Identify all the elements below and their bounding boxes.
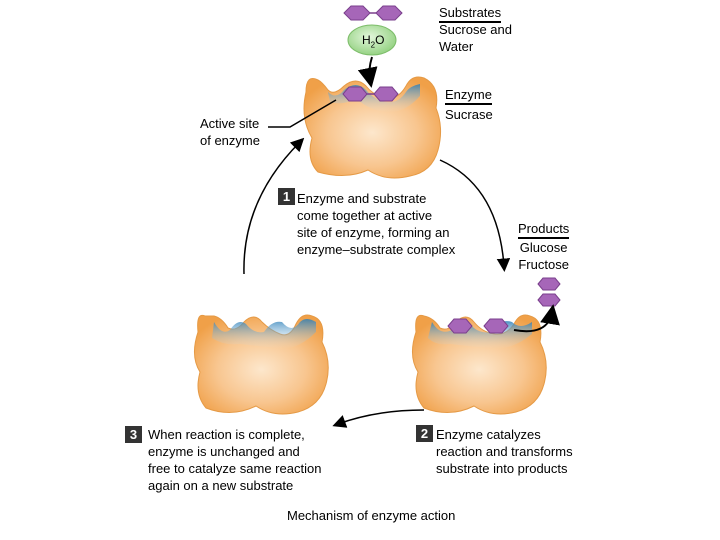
- enzyme-bottom-right: [412, 314, 547, 415]
- step-3-text: When reaction is complete, enzyme is unc…: [148, 426, 321, 494]
- step-1-line: enzyme–substrate complex: [297, 242, 456, 257]
- step-2-text: Enzyme catalyzes reaction and transforms…: [436, 426, 573, 477]
- step-3-line: free to catalyze same reaction: [148, 461, 322, 476]
- cycle-arrow-bottom: [332, 409, 425, 428]
- step-1-line: site of enzyme, forming an: [297, 225, 450, 240]
- substrates-label: Substrates Sucrose and Water: [439, 4, 512, 55]
- substrate-sucrose-free: [343, 5, 403, 21]
- substrates-header: Substrates: [439, 5, 502, 23]
- active-site-line1: Active site: [200, 116, 260, 131]
- cycle-arrow-left: [243, 137, 305, 275]
- product-release-arrow: [513, 304, 560, 333]
- water-molecule: [347, 24, 397, 56]
- step-2-line: substrate into products: [436, 461, 568, 476]
- step-1-line: Enzyme and substrate: [297, 191, 427, 206]
- step-3-number: 3: [125, 426, 142, 443]
- product-glucose: Glucose: [519, 240, 568, 255]
- active-site-pointer: [268, 99, 337, 128]
- step-2-number: 2: [416, 425, 433, 442]
- substrate-entry-arrow: [357, 56, 378, 88]
- step-3-line: When reaction is complete,: [148, 427, 305, 442]
- enzyme-bottom-left: [194, 314, 329, 415]
- enzyme-name: Sucrase: [445, 107, 493, 122]
- active-site-line2: of enzyme: [200, 133, 260, 148]
- enzyme-top: [303, 76, 442, 179]
- active-site-label: Active site of enzyme: [200, 115, 260, 149]
- step-1-text: Enzyme and substrate come together at ac…: [297, 190, 455, 258]
- step-2-line: reaction and transforms: [436, 444, 573, 459]
- step-3-line: again on a new substrate: [148, 478, 294, 493]
- enzyme-label: Enzyme Sucrase: [445, 86, 493, 123]
- substrate-sucrose-bound: [342, 86, 399, 102]
- substrates-line1: Sucrose and: [439, 22, 512, 37]
- products-header: Products: [518, 221, 570, 239]
- products-bound: [447, 318, 509, 334]
- products-released: [537, 277, 561, 307]
- water-label: H2O: [362, 33, 385, 50]
- enzyme-header: Enzyme: [445, 87, 492, 105]
- figure-caption: Mechanism of enzyme action: [287, 508, 456, 523]
- cycle-arrow-right: [439, 159, 511, 272]
- step-3-line: enzyme is unchanged and: [148, 444, 300, 459]
- product-fructose: Fructose: [518, 257, 569, 272]
- products-label: Products Glucose Fructose: [518, 220, 570, 273]
- substrates-line2: Water: [439, 39, 474, 54]
- water-label-subscript: 2: [370, 40, 376, 50]
- step-1-line: come together at active: [297, 208, 433, 223]
- step-1-number: 1: [278, 188, 295, 205]
- step-2-line: Enzyme catalyzes: [436, 427, 541, 442]
